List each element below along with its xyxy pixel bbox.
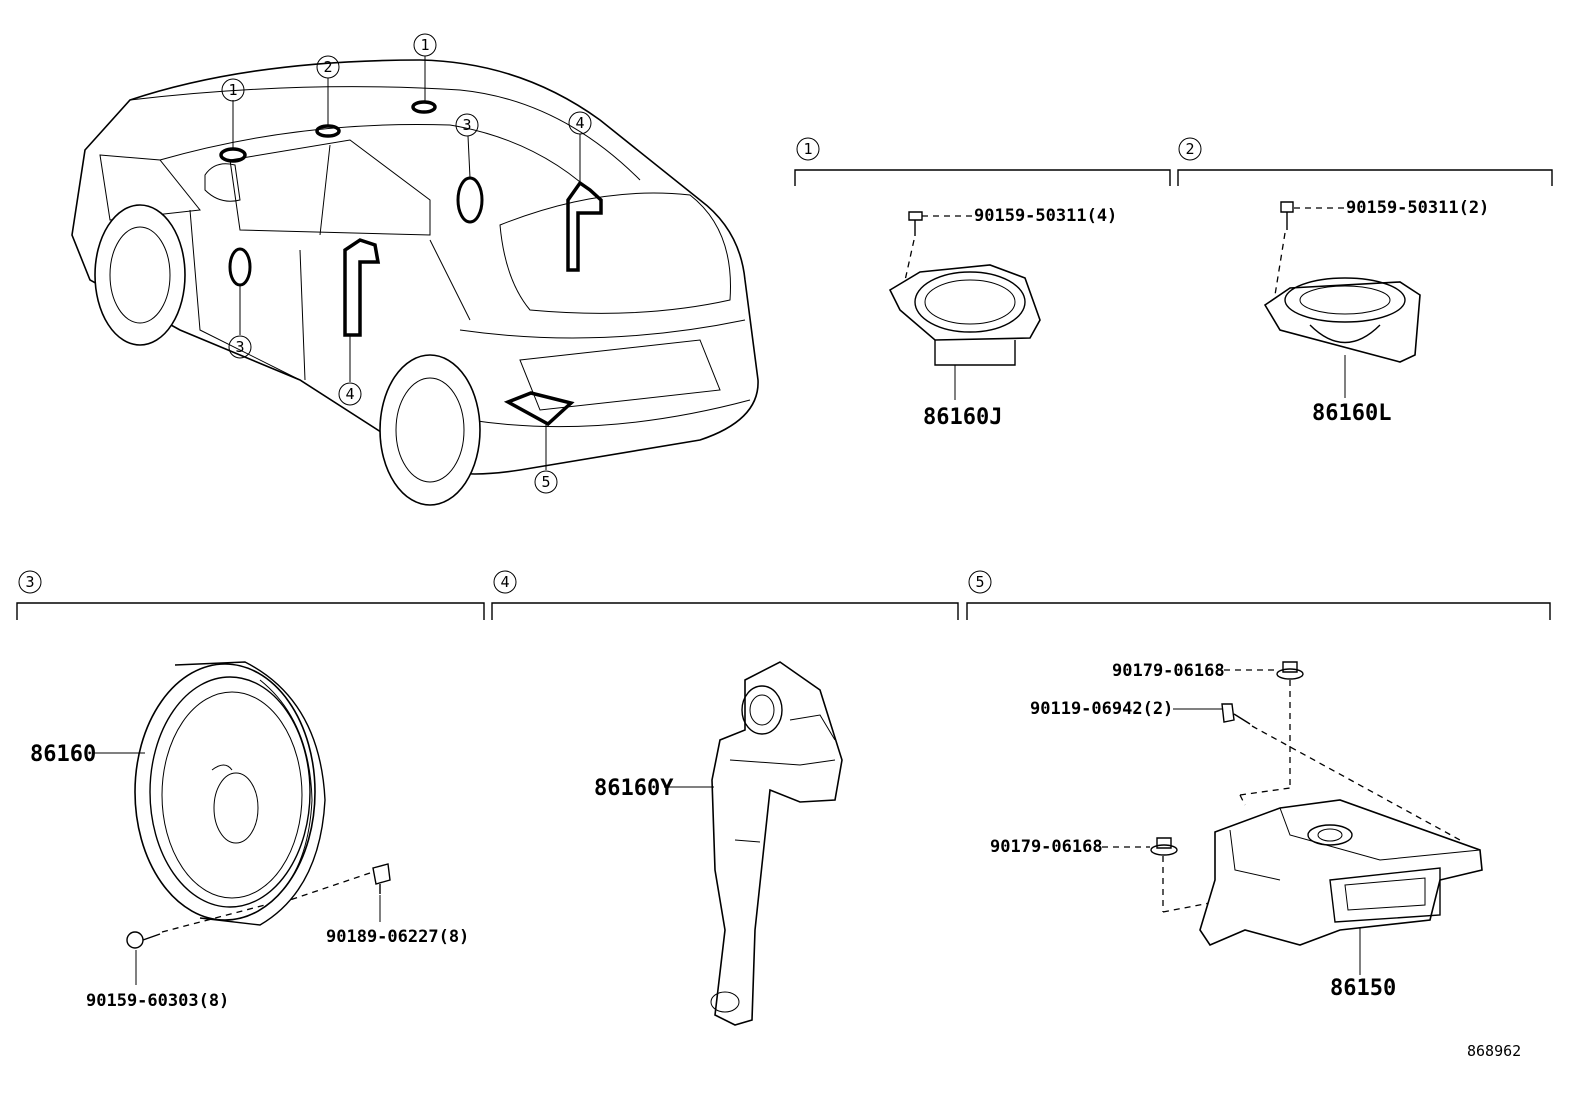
marker-bracket-right xyxy=(566,180,603,272)
marker-bracket-left xyxy=(343,238,381,337)
marker-tweeter-front xyxy=(219,147,247,163)
s1-part-label: 86160J xyxy=(923,405,1002,430)
section-2: 2 90159-50311(2) 86160L xyxy=(1177,137,1553,426)
callout-4b: 4 xyxy=(345,385,354,403)
s2-fastener-label: 90159-50311(2) xyxy=(1346,198,1489,218)
vehicle-overview xyxy=(71,59,759,506)
callout-3b: 3 xyxy=(235,338,244,356)
callout-2: 2 xyxy=(323,58,332,76)
s4-part-label: 86160Y xyxy=(594,776,674,801)
center-speaker-icon xyxy=(1263,277,1421,363)
nut-icon xyxy=(1150,837,1178,856)
s3-clip-label: 90189-06227(8) xyxy=(326,927,469,947)
section-2-number: 2 xyxy=(1185,140,1194,158)
marker-tweeter-rear xyxy=(411,100,437,114)
tweeter-speaker-icon xyxy=(888,264,1041,366)
bolt-icon xyxy=(1221,703,1251,725)
section-4: 4 86160Y xyxy=(491,570,959,1026)
s5-part-label: 86150 xyxy=(1330,976,1396,1001)
callout-5: 5 xyxy=(541,473,550,491)
s5-nut-side-label: 90179-06168 xyxy=(990,837,1103,857)
s3-screw-label: 90159-60303(8) xyxy=(86,991,229,1011)
vehicle-callouts: 1 2 1 3 4 3 4 5 xyxy=(221,33,592,494)
callout-3a: 3 xyxy=(462,116,471,134)
nut-icon xyxy=(1276,661,1304,680)
callout-4a: 4 xyxy=(575,114,584,132)
screw-icon xyxy=(126,931,161,949)
vehicle-callout-leaders xyxy=(232,56,581,470)
section-3-number: 3 xyxy=(25,573,34,591)
callout-1b: 1 xyxy=(420,36,429,54)
s5-bolt-label: 90119-06942(2) xyxy=(1030,699,1173,719)
s2-part-label: 86160L xyxy=(1312,401,1391,426)
screw-icon xyxy=(1280,201,1294,230)
section-3: 3 86160 90189-06227(8) 90159-60303(8) xyxy=(16,570,485,1011)
speaker-bracket-icon xyxy=(710,661,843,1026)
section-1: 1 90159-50311(4) 86160J xyxy=(794,137,1171,430)
marker-amplifier xyxy=(503,391,575,427)
door-speaker-icon xyxy=(134,661,326,926)
section-4-number: 4 xyxy=(500,573,509,591)
clip-icon xyxy=(372,863,391,894)
section-1-number: 1 xyxy=(803,140,812,158)
callout-1a: 1 xyxy=(228,81,237,99)
section-5: 5 90179-06168 90119-06942(2) 90179-06168 xyxy=(966,570,1551,1001)
screw-icon xyxy=(908,211,923,236)
s1-fastener-label: 90159-50311(4) xyxy=(974,206,1117,226)
section-5-number: 5 xyxy=(975,573,984,591)
diagram-id: 868962 xyxy=(1467,1042,1521,1060)
vehicle-speaker-markers xyxy=(219,100,603,427)
s5-nut-top-label: 90179-06168 xyxy=(1112,661,1225,681)
s3-part-label: 86160 xyxy=(30,742,96,767)
amplifier-subwoofer-icon xyxy=(1199,799,1483,946)
